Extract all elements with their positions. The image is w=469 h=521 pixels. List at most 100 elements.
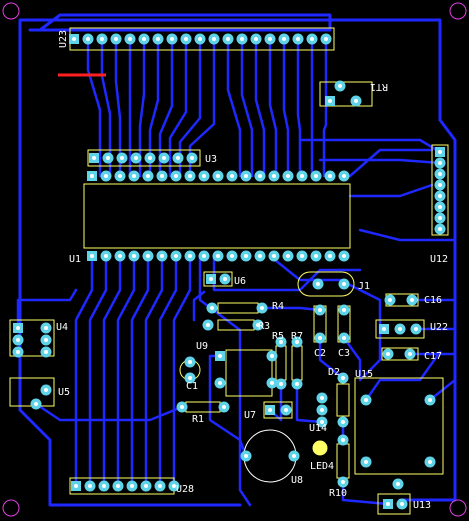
label-rt1: RT1 — [370, 81, 388, 92]
u14-pin — [316, 392, 328, 404]
u15-pin — [360, 456, 372, 468]
u12-pin — [434, 223, 446, 235]
rt1-outline — [319, 81, 373, 107]
u13-outline — [377, 493, 411, 515]
c17-pin — [382, 348, 394, 360]
u14-pin — [316, 416, 328, 428]
r7-pin — [291, 336, 303, 348]
r10-pin — [337, 434, 349, 446]
u1-pin-top — [338, 170, 350, 182]
u1-pin-top — [142, 170, 154, 182]
label-u14: U14 — [309, 423, 327, 434]
u15-pin — [392, 478, 404, 490]
u23-pin — [152, 33, 164, 45]
label-r10: R10 — [329, 488, 347, 499]
u12-outline — [431, 144, 449, 236]
label-u9: U9 — [196, 341, 208, 352]
label-c2: C2 — [314, 348, 326, 359]
c2-pin — [314, 332, 326, 344]
label-j1: J1 — [358, 281, 370, 292]
u12-pin — [434, 168, 446, 180]
u1-pin-bottom — [226, 250, 238, 262]
u1-pin-top — [87, 171, 97, 181]
r1-body — [185, 401, 221, 413]
u1-pin-bottom — [170, 250, 182, 262]
label-u15: U15 — [355, 369, 373, 380]
trace — [116, 254, 136, 488]
u4-pin — [12, 346, 24, 358]
trace — [348, 148, 457, 242]
u1-pin-top — [324, 170, 336, 182]
label-c17: C17 — [424, 351, 442, 362]
u3-pin — [186, 152, 198, 164]
u28-pin — [98, 480, 110, 492]
u4-outline — [9, 319, 55, 357]
c3-pin — [338, 332, 350, 344]
r4-pin — [256, 302, 268, 314]
trace — [86, 37, 102, 178]
c3-pin — [338, 304, 350, 316]
u1-pin-bottom — [87, 251, 97, 261]
rt1-pin — [325, 96, 335, 106]
u22-pin — [394, 323, 406, 335]
label-r4: R4 — [272, 301, 284, 312]
u23-pin — [180, 33, 192, 45]
c17-body — [381, 347, 419, 361]
r10-pin — [337, 476, 349, 488]
u1-pin-top — [100, 170, 112, 182]
copper-traces — [16, 13, 457, 507]
trace — [268, 254, 382, 382]
u1-pin-bottom — [128, 250, 140, 262]
u1-pin-top — [184, 170, 196, 182]
u9-pin — [214, 377, 226, 389]
u1-outline — [83, 183, 351, 249]
u1-pin-top — [282, 170, 294, 182]
u7-pin — [265, 405, 275, 415]
u1-pin-top — [128, 170, 140, 182]
trace — [268, 37, 278, 178]
j1-outline — [297, 271, 355, 297]
u1-pin-bottom — [100, 250, 112, 262]
u23-pin — [194, 33, 206, 45]
r3-pin — [202, 319, 214, 331]
label-u3: U3 — [205, 154, 217, 165]
trace — [16, 288, 78, 330]
label-r3: R3 — [258, 321, 270, 332]
trace — [172, 254, 192, 488]
u8-outline — [243, 429, 297, 483]
rt1-pin — [350, 95, 362, 107]
r7-body — [291, 345, 303, 381]
u8-pin — [288, 450, 300, 462]
trace — [298, 138, 442, 165]
u28-pin — [154, 480, 166, 492]
u23-pin — [138, 33, 150, 45]
u28-pin — [140, 480, 152, 492]
u9-pin — [266, 350, 278, 362]
trace — [158, 254, 178, 488]
d2-body — [336, 383, 350, 417]
u1-pin-bottom — [282, 250, 294, 262]
u3-pin — [130, 152, 142, 164]
trace — [114, 37, 122, 178]
u12-pin — [434, 212, 446, 224]
trace — [296, 37, 302, 178]
u5-pin — [40, 384, 52, 396]
u12-pin — [434, 201, 446, 213]
u1-pin-bottom — [324, 250, 336, 262]
u23-pin — [264, 33, 276, 45]
u3-pin — [158, 152, 170, 164]
label-u7: U7 — [244, 410, 256, 421]
u1-pin-bottom — [212, 250, 224, 262]
trace — [226, 37, 242, 178]
r4-pin — [206, 302, 218, 314]
u4-pin — [40, 346, 52, 358]
c1-pin — [184, 372, 196, 384]
u1-pin-top — [212, 170, 224, 182]
label-c1: C1 — [186, 381, 198, 392]
u1-pin-top — [156, 170, 168, 182]
r10-body — [336, 443, 350, 479]
u23-pin — [236, 33, 248, 45]
trace — [318, 336, 362, 380]
